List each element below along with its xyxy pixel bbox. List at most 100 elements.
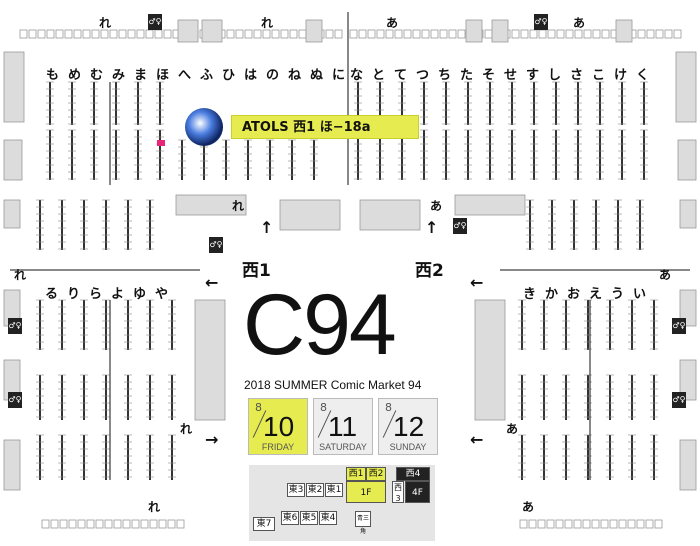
venue-block	[537, 519, 546, 529]
venue-block	[519, 519, 528, 529]
venue-block	[618, 519, 627, 529]
venue-block	[136, 29, 145, 39]
kana-label: え	[589, 287, 603, 302]
venue-block	[127, 29, 136, 39]
wall-ref-a: あ	[522, 500, 535, 514]
legend-east4: 東4	[319, 511, 337, 525]
kana-label: ほ	[156, 68, 170, 83]
kana-label: ぬ	[310, 68, 324, 83]
kana-label: り	[67, 287, 81, 302]
venue-block	[100, 29, 109, 39]
venue-block	[359, 199, 421, 231]
legend-east3: 東3	[287, 483, 305, 497]
event-title: C94	[243, 277, 397, 373]
venue-block	[305, 19, 323, 43]
restroom-icon: ♂♀	[453, 218, 467, 234]
venue-block	[465, 19, 483, 43]
up-arrow-icon: ↑	[425, 218, 439, 237]
kana-label: よ	[111, 287, 125, 302]
venue-block	[600, 519, 609, 529]
venue-block	[637, 29, 646, 39]
kana-label: は	[244, 68, 258, 83]
venue-block	[555, 519, 564, 529]
venue-block	[109, 29, 118, 39]
legend-east1: 東1	[325, 483, 343, 497]
restroom-icon: ♂♀	[148, 14, 162, 30]
venue-block	[325, 29, 334, 39]
venue-block	[574, 29, 583, 39]
venue-block	[646, 29, 655, 39]
venue-block	[573, 519, 582, 529]
venue-block	[421, 29, 430, 39]
venue-block	[636, 519, 645, 529]
venue-block	[334, 29, 343, 39]
venue-block	[68, 519, 77, 529]
hall-label-west2: 西2	[415, 261, 444, 281]
venue-block	[298, 29, 307, 39]
kana-label: か	[545, 287, 559, 302]
venue-block	[448, 29, 457, 39]
venue-block	[91, 29, 100, 39]
venue-block	[376, 29, 385, 39]
booth-callout: ATOLS 西1 ほ−18a	[231, 115, 419, 139]
venue-block	[457, 29, 466, 39]
kana-label: み	[112, 68, 126, 83]
kana-label: ゆ	[133, 287, 147, 302]
venue-block	[520, 29, 529, 39]
circle-logo-icon	[185, 108, 223, 146]
venue-block	[528, 519, 537, 529]
venue-block	[262, 29, 271, 39]
venue-block	[176, 519, 185, 529]
venue-block	[104, 519, 113, 529]
venue-block	[253, 29, 262, 39]
venue-block	[140, 519, 149, 529]
venue-block	[271, 29, 280, 39]
kana-label: う	[611, 287, 625, 302]
venue-block	[37, 29, 46, 39]
venue-block	[3, 51, 25, 123]
day-weekday: SATURDAY	[319, 442, 367, 452]
venue-block	[279, 199, 341, 231]
venue-block	[289, 29, 298, 39]
venue-block	[280, 29, 289, 39]
left-arrow-icon: ←	[470, 430, 484, 449]
legend-floor1: 1F	[346, 481, 386, 503]
kana-label: け	[614, 68, 628, 83]
hall-label-west1: 西1	[242, 261, 271, 281]
venue-block	[149, 519, 158, 529]
kana-label: こ	[592, 68, 606, 83]
venue-block	[201, 19, 223, 43]
wall-ref-a: あ	[573, 16, 586, 30]
venue-block	[679, 199, 697, 229]
venue-block	[546, 519, 555, 529]
right-arrow-icon: →	[205, 430, 219, 449]
venue-block	[3, 139, 23, 181]
venue-block	[235, 29, 244, 39]
venue-block	[675, 51, 697, 123]
legend-west2: 西2	[366, 467, 386, 481]
day-number: 12	[393, 411, 425, 442]
kana-label: し	[548, 68, 562, 83]
venue-block	[358, 29, 367, 39]
wall-ref-re: れ	[180, 422, 193, 436]
day-month: 8	[255, 401, 262, 414]
venue-block	[583, 29, 592, 39]
venue-block	[64, 29, 73, 39]
wall-ref-re: れ	[232, 199, 245, 213]
wall-ref-a: あ	[386, 16, 399, 30]
venue-block	[19, 29, 28, 39]
venue-block	[394, 29, 403, 39]
venue-block	[385, 29, 394, 39]
wall-ref-re: れ	[148, 500, 161, 514]
venue-block	[167, 519, 176, 529]
venue-block	[491, 19, 509, 43]
restroom-icon: ♂♀	[8, 318, 22, 334]
kana-label: さ	[570, 68, 584, 83]
kana-label: や	[155, 287, 169, 302]
kana-label: つ	[416, 68, 430, 83]
kana-label: と	[372, 68, 386, 83]
restroom-icon: ♂♀	[534, 14, 548, 30]
venue-block	[679, 289, 697, 327]
day-card-3: 8 12 SUNDAY	[378, 398, 438, 455]
venue-block	[3, 199, 21, 229]
